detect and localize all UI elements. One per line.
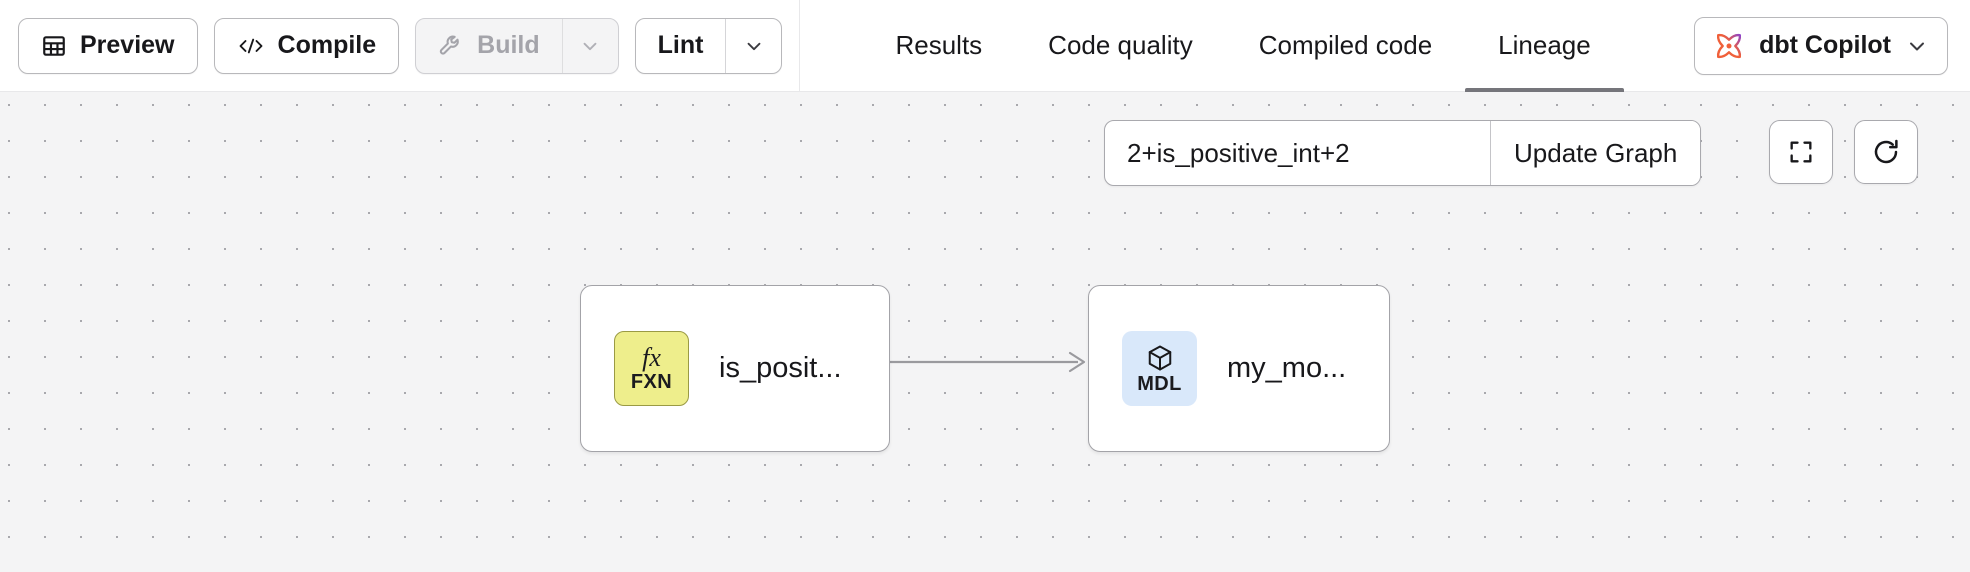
lineage-node-my-model[interactable]: MDL my_mo...	[1088, 285, 1390, 452]
editor-toolbar: Preview Compile	[0, 0, 801, 92]
tab-results[interactable]: Results	[862, 0, 1015, 92]
lint-dropdown-toggle[interactable]	[725, 18, 781, 73]
lineage-edge	[880, 351, 1086, 373]
dbt-copilot-button[interactable]: dbt Copilot	[1694, 16, 1948, 75]
tab-results-label: Results	[895, 30, 983, 60]
update-graph-button[interactable]: Update Graph	[1490, 121, 1701, 185]
lineage-node-label: my_mo...	[1227, 352, 1347, 384]
fullscreen-icon	[1787, 138, 1815, 166]
compile-button-label: Compile	[277, 31, 377, 59]
copilot-container: dbt Copilot	[1694, 0, 1970, 92]
tab-compiled-code-label: Compiled code	[1258, 30, 1433, 60]
lint-button-group[interactable]: Lint	[634, 17, 783, 74]
lint-button-label: Lint	[657, 31, 704, 59]
wrench-icon	[438, 33, 464, 59]
build-button-group: Build	[415, 17, 619, 74]
lineage-canvas[interactable]: Update Graph	[0, 92, 1970, 572]
dbt-logo-icon	[1713, 30, 1745, 62]
table-icon	[41, 33, 67, 59]
fx-glyph: fx	[642, 343, 661, 372]
build-dropdown-toggle	[561, 18, 618, 73]
cube-icon	[1145, 343, 1175, 373]
build-button: Build	[416, 19, 562, 73]
update-graph-label: Update Graph	[1514, 137, 1678, 168]
mdl-badge-label: MDL	[1137, 373, 1182, 395]
fxn-badge: fx FXN	[614, 331, 689, 406]
tab-lineage-label: Lineage	[1498, 30, 1591, 60]
compile-button[interactable]: Compile	[213, 17, 400, 74]
graph-selector-input[interactable]	[1105, 121, 1490, 185]
tab-lineage[interactable]: Lineage	[1465, 0, 1624, 92]
preview-button-label: Preview	[80, 31, 175, 59]
fit-view-button[interactable]	[1769, 120, 1833, 184]
mdl-badge: MDL	[1122, 331, 1197, 406]
editor-header: Preview Compile	[0, 0, 1970, 92]
preview-button[interactable]: Preview	[18, 17, 198, 74]
lint-button[interactable]: Lint	[636, 19, 726, 73]
tab-code-quality[interactable]: Code quality	[1015, 0, 1226, 92]
build-button-label: Build	[477, 31, 540, 59]
fxn-badge-label: FXN	[630, 371, 673, 393]
result-tabs: Results Code quality Compiled code Linea…	[800, 0, 1694, 92]
graph-controls: Update Graph	[1104, 120, 1702, 186]
chevron-down-icon	[743, 35, 765, 57]
chevron-down-icon	[1905, 34, 1929, 58]
lineage-node-label: is_posit...	[719, 352, 842, 384]
reset-graph-button[interactable]	[1854, 120, 1918, 184]
tab-code-quality-label: Code quality	[1048, 30, 1193, 60]
tab-compiled-code[interactable]: Compiled code	[1226, 0, 1465, 92]
lineage-node-is-positive-int[interactable]: fx FXN is_posit...	[580, 285, 890, 452]
code-brackets-icon	[237, 34, 265, 58]
dbt-copilot-label: dbt Copilot	[1759, 31, 1891, 59]
refresh-icon	[1871, 137, 1901, 167]
chevron-down-icon	[579, 35, 601, 57]
